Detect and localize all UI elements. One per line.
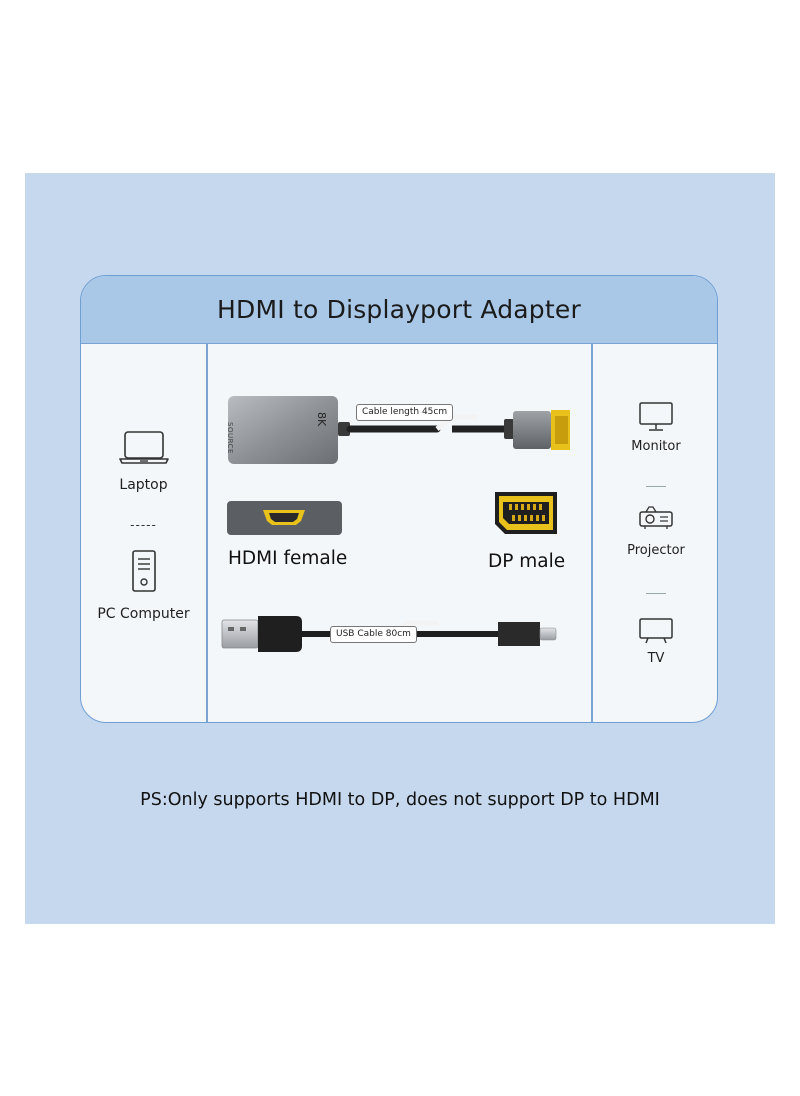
monitor-icon	[639, 402, 673, 431]
cable-length-tag: Cable length 45cm	[356, 404, 454, 421]
hdmi-port-icon	[227, 501, 342, 535]
display-devices: Monitor Projector TV	[593, 346, 717, 722]
right-divider	[591, 344, 593, 722]
card-header: HDMI to Displayport Adapter	[81, 276, 717, 344]
source-devices: Laptop ----- PC Computer	[81, 346, 206, 722]
compatibility-note: PS:Only supports HDMI to DP, does not su…	[140, 790, 660, 810]
monitor-label: Monitor	[631, 439, 681, 454]
separator-line	[646, 593, 666, 594]
adapter-side-text: SOURCE	[226, 422, 234, 454]
left-divider	[206, 344, 208, 722]
device-separator: -----	[130, 518, 157, 532]
hdmi-female-label: HDMI female	[228, 548, 348, 569]
dp-plug-icon	[495, 492, 557, 534]
usb-cable-tag: USB Cable 80cm	[330, 626, 417, 643]
adapter-cable-illustration	[228, 396, 570, 464]
pc-computer-label: PC Computer	[97, 606, 190, 622]
pc-tower-icon	[132, 550, 156, 592]
adapter-mark: 8K	[315, 412, 328, 427]
laptop-label: Laptop	[119, 477, 168, 493]
separator-line	[646, 486, 666, 487]
tv-icon	[639, 618, 673, 644]
projector-icon	[639, 506, 673, 529]
laptop-icon	[119, 431, 169, 464]
page-title: HDMI to Displayport Adapter	[217, 295, 581, 324]
product-area: 8K SOURCE Cable length 45cm HDMI female …	[208, 346, 591, 722]
info-card: HDMI to Displayport Adapter Laptop -----…	[80, 275, 718, 723]
tv-label: TV	[647, 651, 665, 666]
projector-label: Projector	[627, 543, 685, 558]
dp-male-label: DP male	[488, 551, 566, 572]
